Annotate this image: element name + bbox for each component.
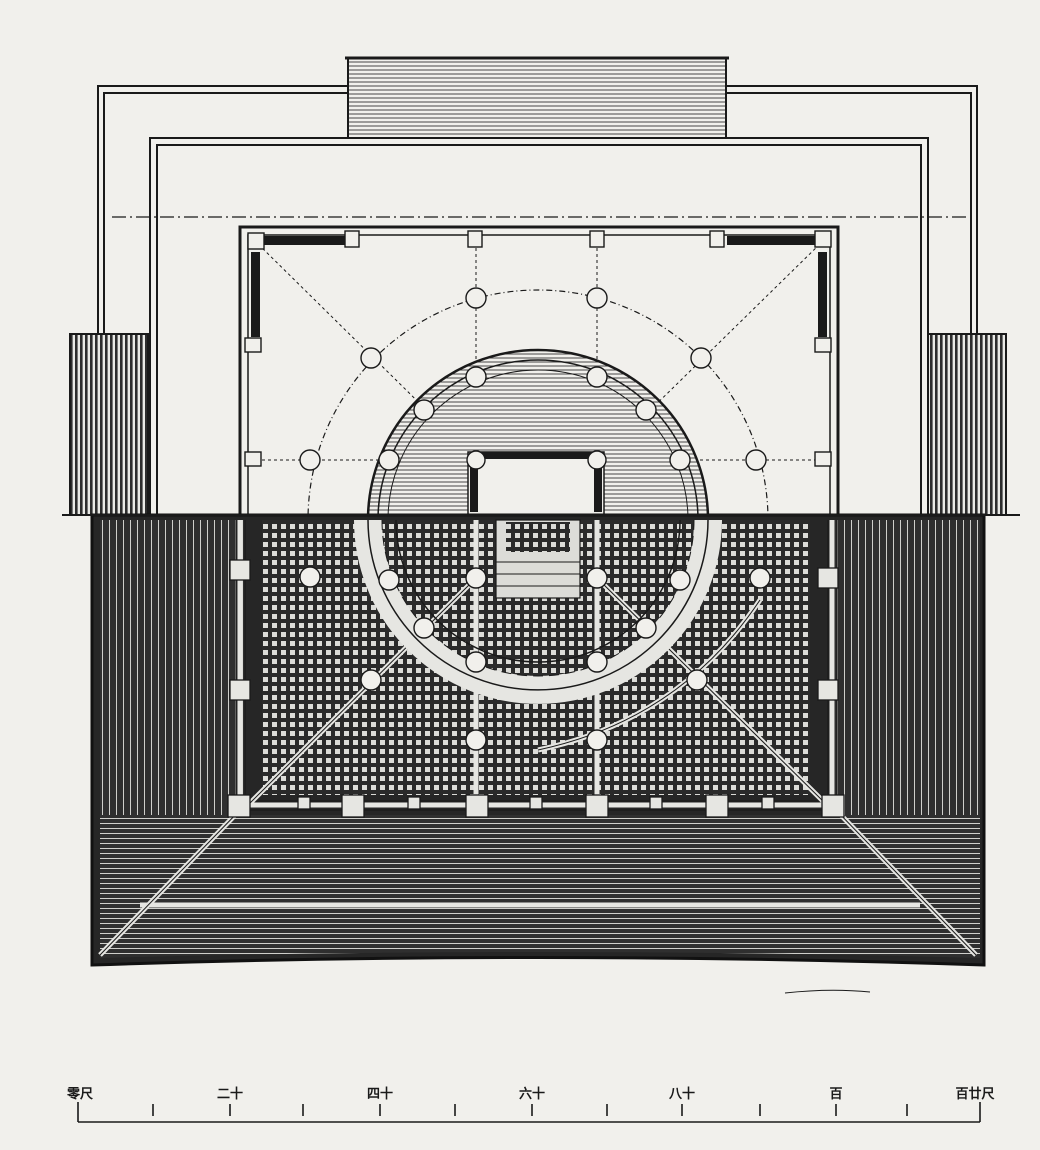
scale-label-20: 二十: [217, 1086, 243, 1102]
scale-label-120: 百廿尺: [955, 1086, 994, 1102]
upper-plan: [238, 225, 840, 515]
scale-label-40: 四十: [367, 1086, 393, 1102]
scale-label-80: 八十: [668, 1086, 695, 1102]
wall-posts: [244, 230, 832, 467]
scale-label-100: 百: [829, 1087, 842, 1102]
scale-bar-ticks: [77, 1102, 981, 1122]
bracket-sets: [227, 559, 845, 818]
scale-bar: 零尺 二十 四十 六十 八十 百 百廿尺: [66, 1086, 995, 1123]
lower-columns: [299, 566, 771, 751]
scale-label-0: 零尺: [66, 1087, 93, 1102]
roof-outline: [69, 56, 1007, 516]
lower-framing: [90, 513, 986, 967]
upper-columns: [299, 287, 767, 471]
scale-label-60: 六十: [519, 1086, 545, 1102]
